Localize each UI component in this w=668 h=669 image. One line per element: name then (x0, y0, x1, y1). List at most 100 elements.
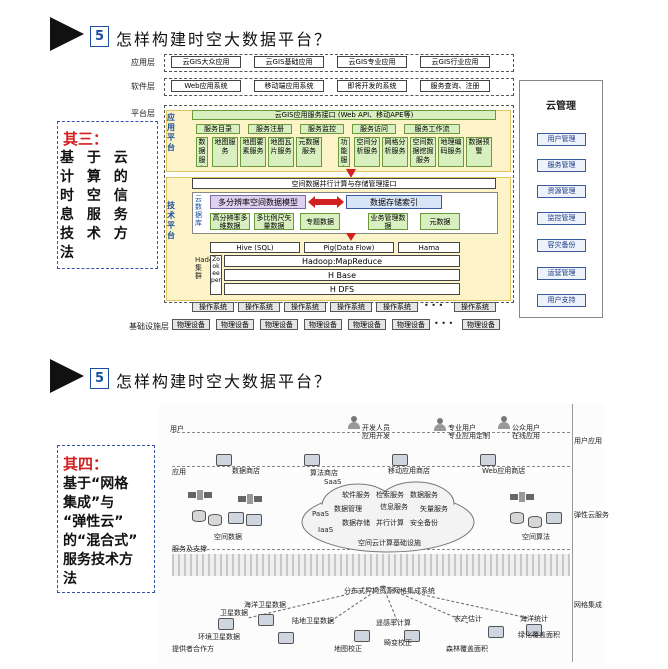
pig-box: Pig(Data Flow) (304, 242, 394, 253)
cloud-mgmt-item: 运营管理 (537, 267, 586, 280)
spatial-algo-label: 空间算法 (522, 533, 550, 541)
user-item: 专业用户 专业应用定制 (448, 424, 490, 440)
hbase-box: H Base (224, 269, 460, 281)
down-arrow-icon (346, 233, 356, 241)
store-icon (480, 454, 496, 466)
cloud-management-panel: 云管理 用户管理 服务管理 资源管理 监控管理 容灾备份 运营管理 用户支持 (519, 80, 603, 318)
store-icon (216, 454, 232, 466)
user-row-label: 用户 (170, 425, 184, 433)
hadoop-cluster-label: Hadoop集群 (195, 256, 222, 280)
cloud-mgmt-item: 资源管理 (537, 185, 586, 198)
app-platform-label: 应用平台 (167, 113, 175, 152)
multi-model-box: 多分辨率空间数据模型 (210, 195, 306, 209)
os-item: 操作系统 (454, 302, 496, 312)
storage-index-box: 数据存储索引 (346, 195, 442, 209)
section2-title: 怎样构建时空大数据平台？ (116, 372, 333, 391)
service-item: 服务监控 (300, 124, 344, 134)
user-icon (348, 416, 360, 429)
cloud-mgmt-item: 容灾备份 (537, 239, 586, 252)
side1-line-3: 时 空 信 (60, 188, 132, 204)
grid-center-label: 分布式异构资源网格集成系统 (344, 587, 435, 595)
store-icon (392, 454, 408, 466)
cloud-mgmt-item: 用户管理 (537, 133, 586, 146)
service-item: 服务注册 (248, 124, 292, 134)
elastic-cloud-label: 弹性云服务 (574, 511, 609, 519)
grid-item: 陆地卫星数据 (292, 617, 334, 625)
software-item: Web应用系统 (171, 80, 241, 92)
cloud-item: 数据服务 (410, 491, 438, 499)
data-service-label: 数据服务 (196, 137, 208, 167)
model-item: 高分辨率多维数据 (210, 213, 250, 230)
grid-item: 卫星数据 (220, 609, 248, 617)
saas-label: SaaS (324, 478, 342, 486)
server-icon (228, 512, 244, 524)
hybrid-service-diagram: 用户 用户应用 开发人员 应用开发 专业用户 专业应用定制 公众用户 在线应用 … (158, 404, 609, 664)
row-label-platform: 平台层 (131, 109, 155, 118)
infra-item: 物理设备 (348, 319, 386, 330)
side1-line-6: 法 (60, 245, 74, 261)
software-item: 移动端应用系统 (254, 80, 324, 92)
analysis-label: 功能服务 (338, 137, 350, 167)
infra-item: 物理设备 (392, 319, 430, 330)
spatial-data-label: 空间数据 (214, 533, 242, 541)
mapreduce-box: Hadoop:MapReduce (224, 255, 460, 267)
cloud-item: 矢量服务 (420, 505, 448, 513)
app-item: 移动应用商店 (388, 467, 430, 475)
data-service-item: 元数据服务 (296, 137, 322, 167)
cloud-mgmt-title: 云管理 (546, 101, 576, 112)
grid-item: 农产估计 (454, 615, 482, 623)
data-service-item: 地图要素服务 (240, 137, 266, 167)
data-service-item: 地图服务 (212, 137, 238, 167)
os-item: 操作系统 (192, 302, 234, 312)
side2-line-1: 基于“网格 (63, 476, 129, 492)
app-layer-item: 云GIS大众应用 (171, 56, 241, 68)
database-icon (510, 512, 524, 524)
section2-side-title: 其四： (63, 455, 109, 473)
side1-line-2: 计 算 的 (60, 169, 132, 185)
database-icon (528, 516, 542, 528)
grid-band (172, 554, 570, 576)
app-item: Web应用商店 (482, 467, 526, 475)
side2-line-6: 法 (63, 571, 77, 587)
user-item: 开发人员 应用开发 (362, 424, 390, 440)
user-icon (434, 418, 446, 431)
analysis-item: 空间数据挖掘服务 (410, 137, 436, 167)
tech-platform-label: 技术平台 (167, 201, 175, 240)
grid-item: 森林覆盖面积 (446, 645, 488, 653)
down-arrow-icon (346, 169, 356, 178)
os-ellipsis: • • • (424, 301, 444, 310)
api-bar: 云GIS应用服务接口 (Web API、移动APE等) (192, 110, 496, 120)
hama-box: Hama (398, 242, 460, 253)
satellite-icon (510, 492, 534, 502)
app-layer-item: 云GIS基础应用 (254, 56, 324, 68)
grid-item: 海洋统计 (520, 615, 548, 623)
paas-label: PaaS (312, 510, 329, 518)
side2-line-2: 集成”与 (63, 495, 115, 511)
server-icon (246, 514, 262, 526)
server-icon (278, 632, 294, 644)
service-item: 服务工作流 (404, 124, 460, 134)
side1-line-4: 息 服 务 (60, 207, 132, 223)
section2-number-badge: 5 (90, 368, 109, 389)
infra-item: 物理设备 (304, 319, 342, 330)
store-icon (304, 454, 320, 466)
cloud-item: 信息服务 (380, 503, 408, 511)
row-label-app-layer: 应用层 (131, 58, 155, 67)
os-item: 操作系统 (238, 302, 280, 312)
grid-item: 提供者合作方 (172, 645, 214, 653)
section2-arrow-icon (50, 359, 84, 393)
side1-line-5: 技 术 方 (60, 226, 132, 242)
analysis-item: 数据预警 (466, 137, 492, 167)
server-icon (218, 618, 234, 630)
analysis-item: 网格分析服务 (382, 137, 408, 167)
os-item: 操作系统 (330, 302, 372, 312)
service-support-label: 服务及支撑 (172, 545, 207, 553)
cloud-item: 软件服务 (342, 491, 370, 499)
cloud-item: 安全备份 (410, 519, 438, 527)
infra-item: 物理设备 (172, 319, 210, 330)
section1-title: 怎样构建时空大数据平台？ (116, 30, 333, 49)
hive-box: Hive (SQL) (210, 242, 300, 253)
server-icon (354, 630, 370, 642)
app-layer-item: 云GIS行业应用 (420, 56, 490, 68)
service-item: 服务目录 (196, 124, 240, 134)
